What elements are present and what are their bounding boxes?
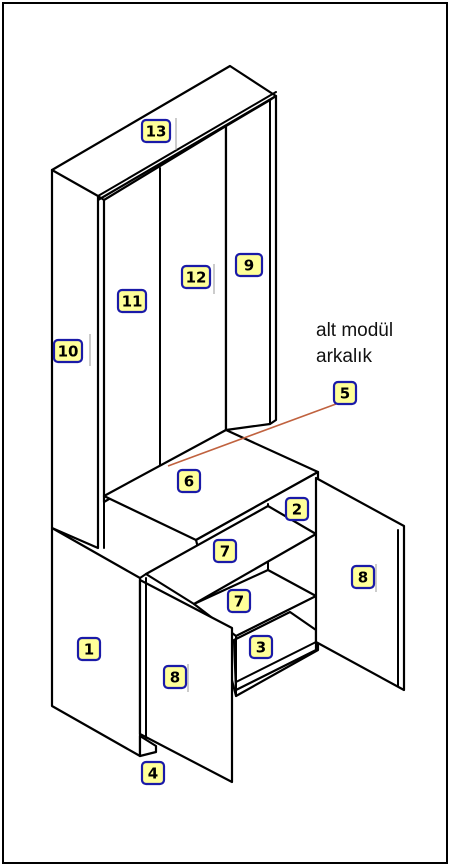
tag-box	[284, 496, 310, 522]
tag-box	[226, 588, 252, 614]
part-tag-5: 5	[332, 380, 358, 406]
part-tag-4: 4	[140, 760, 166, 786]
lower-left-top	[139, 573, 147, 579]
annotation-line-2: arkalık	[316, 346, 372, 367]
tag-box	[162, 664, 188, 690]
part-tag-6: 6	[176, 468, 202, 494]
tag-label: 8	[170, 669, 180, 687]
left-side-edge	[97, 195, 105, 201]
part-tag-10: 10	[52, 338, 84, 364]
tag-box	[176, 468, 202, 494]
tag-label: 9	[244, 257, 254, 275]
part-tag-1: 1	[76, 636, 102, 662]
tag-box	[212, 538, 238, 564]
part-tag-13: 13	[140, 118, 172, 144]
tag-label: 12	[186, 269, 207, 287]
annotation-line-1: alt modül	[316, 320, 393, 341]
tag-label: 4	[148, 765, 158, 783]
leader-line	[167, 403, 337, 467]
tag-label: 7	[234, 593, 244, 611]
tag-box	[140, 760, 166, 786]
part-tag-2: 2	[284, 496, 310, 522]
tag-label: 3	[256, 639, 266, 657]
part-tag-7b: 7	[226, 588, 252, 614]
tag-label: 5	[340, 385, 350, 403]
tag-label: 11	[122, 293, 143, 311]
tag-box	[52, 338, 84, 364]
tag-label: 8	[358, 569, 368, 587]
top-front-edge	[97, 91, 277, 197]
tag-label: 6	[184, 473, 194, 491]
part-tag-8b: 8	[350, 564, 376, 590]
tag-box	[332, 380, 358, 406]
tag-label: 1	[84, 641, 94, 659]
part-tag-9: 9	[234, 252, 264, 278]
tag-box	[234, 252, 264, 278]
plinth	[138, 734, 158, 758]
part-tag-3: 3	[248, 634, 274, 660]
tag-box	[116, 288, 148, 314]
tag-box	[140, 118, 172, 144]
plinth-edge	[235, 641, 317, 683]
part-tag-8a: 8	[162, 664, 188, 690]
tag-box	[180, 264, 212, 290]
tag-label: 10	[58, 343, 79, 361]
tag-label: 13	[146, 123, 167, 141]
tag-label: 2	[292, 501, 302, 519]
tag-box	[76, 636, 102, 662]
part-tag-7a: 7	[212, 538, 238, 564]
tag-label: 7	[220, 543, 230, 561]
tag-box	[248, 634, 274, 660]
tag-box	[350, 564, 376, 590]
part-tag-12: 12	[180, 264, 212, 290]
part-tag-11: 11	[116, 288, 148, 314]
